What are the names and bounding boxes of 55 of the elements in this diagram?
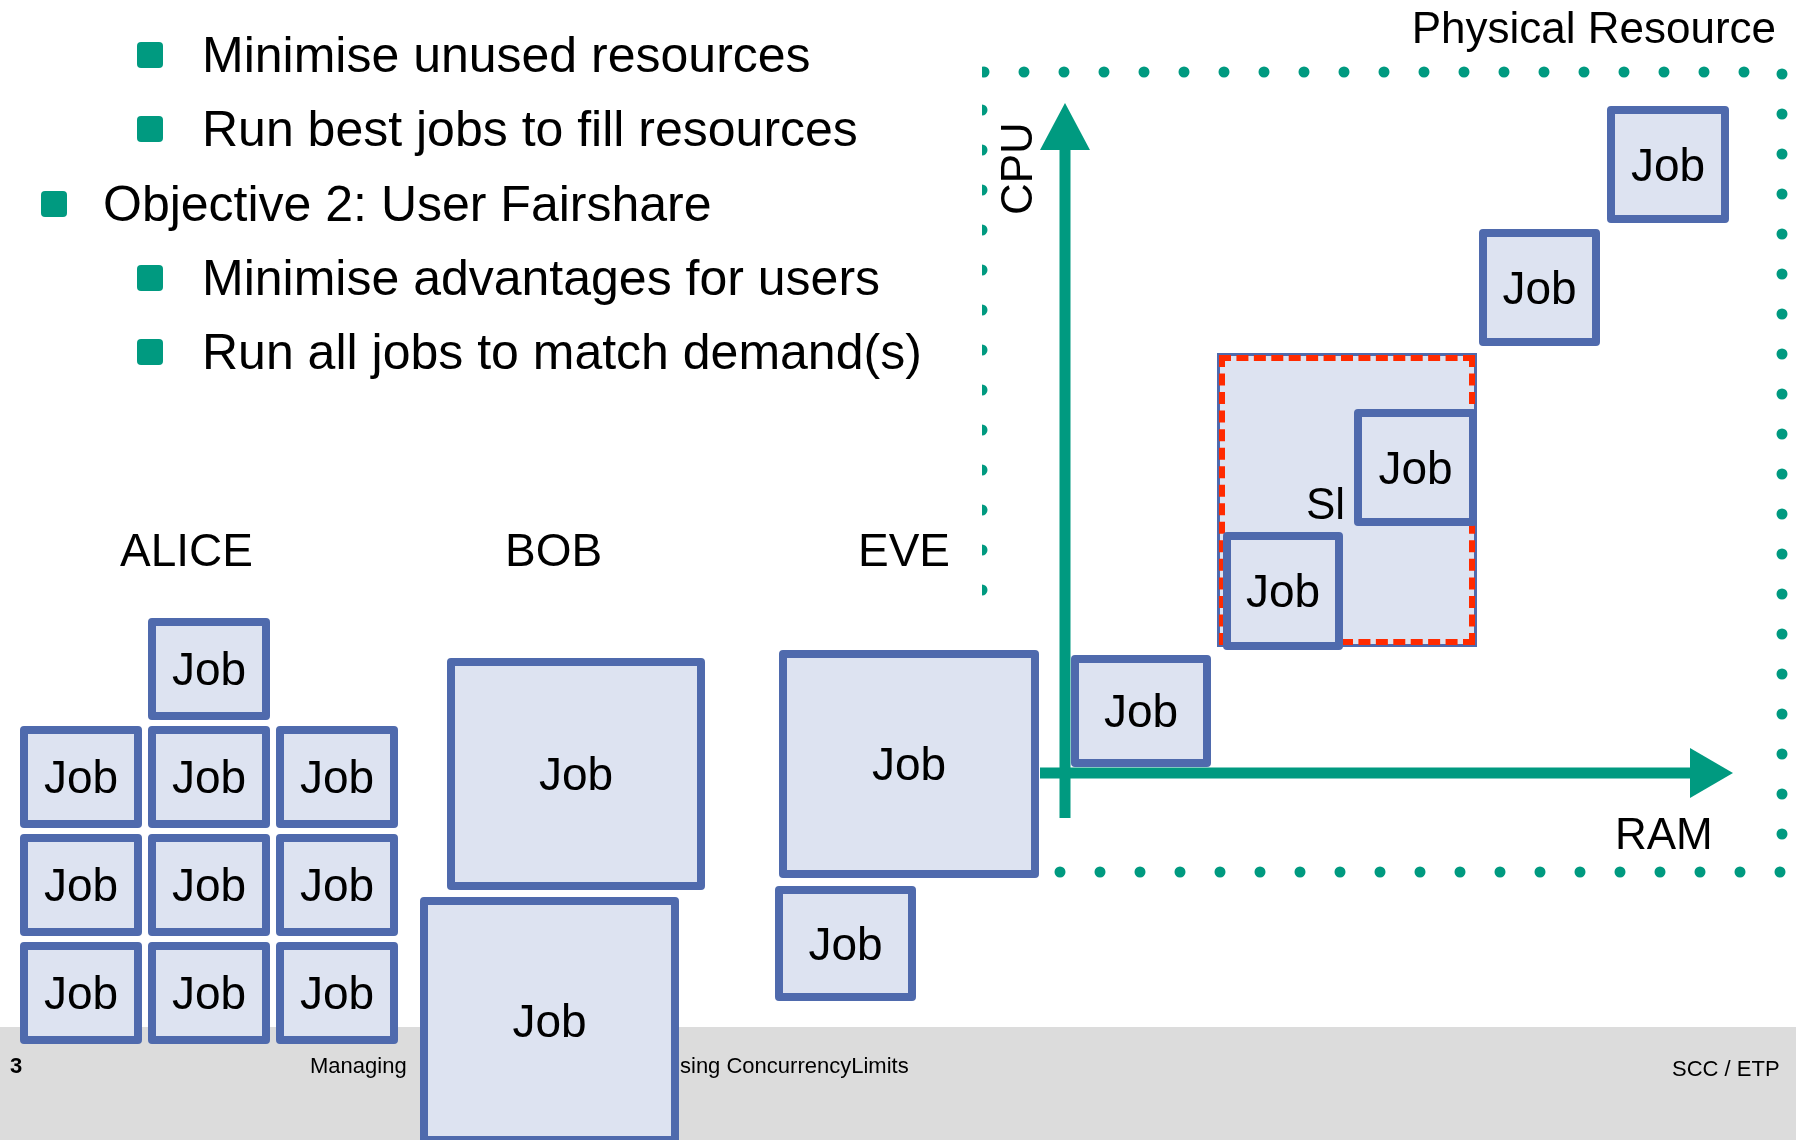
bullet-text: Objective 2: User Fairshare [103, 179, 712, 229]
footer-text: SCC / ETP [1672, 1058, 1780, 1080]
job-label: Job [1502, 264, 1577, 311]
job-box [276, 726, 398, 828]
job-box [276, 942, 398, 1044]
job-box [1354, 409, 1477, 526]
job-box [779, 650, 1039, 878]
job-label: Job [512, 997, 587, 1044]
footer-text: sing ConcurrencyLimits [680, 1055, 909, 1077]
job-label: Job [538, 751, 614, 797]
job-box [775, 886, 916, 1001]
job-box [276, 834, 398, 936]
job-box [148, 942, 270, 1044]
axis-label: RAM [1615, 812, 1713, 856]
bullet-text: Minimise advantages for users [202, 253, 881, 303]
job-label: Job [1378, 444, 1453, 491]
job-box [148, 618, 270, 720]
job-box [1071, 655, 1211, 767]
slot-box [1217, 353, 1477, 647]
user-heading: EVE [858, 527, 951, 573]
job-label: Job [171, 862, 247, 908]
job-label: Job [171, 754, 247, 800]
job-label: Job [299, 970, 375, 1016]
user-heading: BOB [505, 527, 603, 573]
job-label: Job [1103, 688, 1179, 734]
page-number: 3 [10, 1055, 23, 1077]
job-label: Job [43, 970, 119, 1016]
job-label: Job [43, 862, 119, 908]
job-label: Job [43, 754, 119, 800]
user-heading: ALICE [120, 527, 253, 573]
job-box [148, 834, 270, 936]
job-box [148, 726, 270, 828]
bullet-text: Run best jobs to fill resources [202, 104, 858, 154]
bullet-text: Minimise unused resources [202, 30, 811, 80]
job-box [20, 726, 142, 828]
job-box [1223, 532, 1343, 650]
job-label: Job [171, 646, 247, 692]
job-label: Job [299, 754, 375, 800]
job-box [447, 658, 705, 890]
job-label: Job [1630, 141, 1706, 188]
axis-label: CPU [995, 122, 1039, 215]
job-label: Job [871, 741, 947, 787]
region-title: Physical Resource [1411, 6, 1776, 50]
job-label: Job [299, 862, 375, 908]
slot-label: Sl [1306, 482, 1346, 526]
bullet-text: Run all jobs to match demand(s) [202, 327, 922, 377]
job-label: Job [1245, 568, 1321, 614]
job-box [1607, 106, 1729, 223]
footer-text: Managing [310, 1055, 407, 1077]
job-box [420, 897, 679, 1140]
job-box [20, 834, 142, 936]
job-box [1479, 229, 1600, 346]
job-label: Job [808, 920, 883, 967]
job-label: Job [171, 970, 247, 1016]
job-box [20, 942, 142, 1044]
